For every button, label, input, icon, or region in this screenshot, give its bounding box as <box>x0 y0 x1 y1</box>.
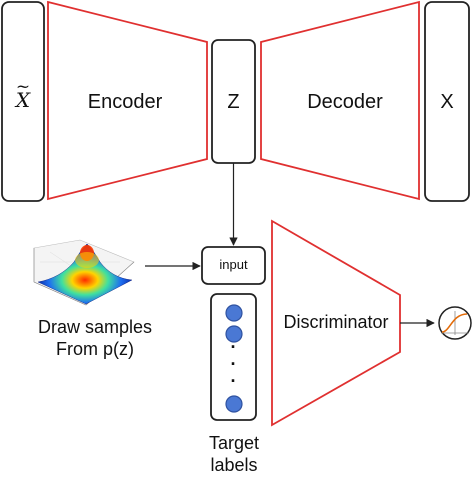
discriminator-trapezoid <box>271 219 401 427</box>
output-x-box <box>424 1 470 202</box>
target-dot-2 <box>225 325 243 343</box>
tilde-mark: ~ <box>15 77 31 97</box>
input-x-tilde-box <box>1 1 45 202</box>
target-dot-3 <box>225 395 243 413</box>
sigmoid-icon <box>438 306 472 340</box>
target-ellipsis: · · · <box>230 337 237 391</box>
output-x-label: X <box>440 91 454 113</box>
decoder-trapezoid <box>260 0 420 201</box>
target-dot-1 <box>225 304 243 322</box>
target-caption-line-2: labels <box>210 455 258 475</box>
samples-caption-line-1: Draw samples <box>37 317 153 337</box>
samples-caption-line-2: From p(z) <box>56 339 134 359</box>
encoder-label: Encoder <box>87 91 163 113</box>
gaussian-surface-plot-icon <box>33 239 135 306</box>
encoder-trapezoid <box>47 0 208 201</box>
target-labels-box <box>210 293 257 421</box>
decoder-label: Decoder <box>307 91 383 113</box>
input-box <box>201 246 266 285</box>
input-box-label: input <box>219 257 248 272</box>
target-caption-line-1: Target <box>208 433 260 453</box>
latent-z-label: Z <box>227 91 240 113</box>
discriminator-label: Discriminator <box>283 312 389 332</box>
input-x-tilde-label: ~ X <box>5 77 41 118</box>
